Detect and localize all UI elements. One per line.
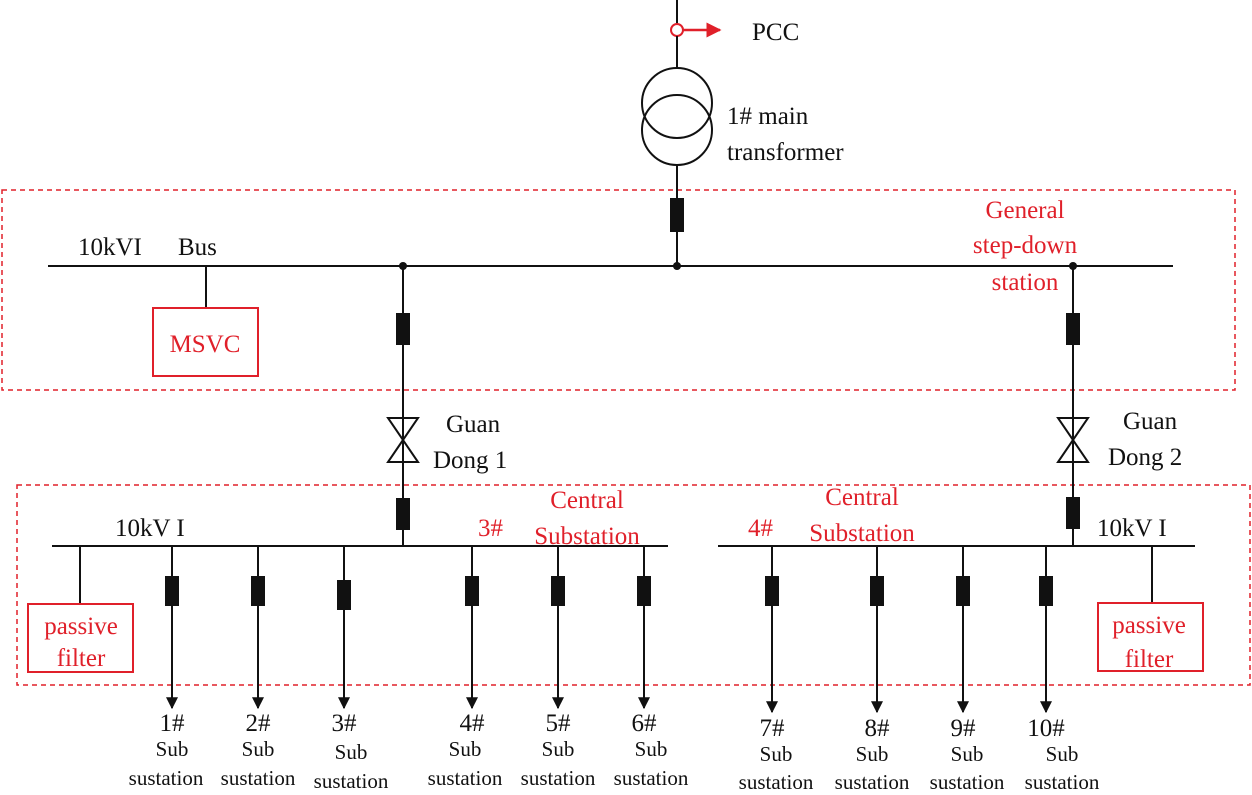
substation-feeder-7: 7# Sub sustation	[739, 546, 814, 794]
transformer-primary-winding	[641, 67, 713, 139]
passive-filter-left-label-line2: filter	[57, 645, 106, 672]
substation-2-sub: Sub	[242, 737, 275, 761]
passive-filter-right-box	[1097, 602, 1204, 672]
substation-10-breaker	[1039, 576, 1053, 606]
main-bus-voltage-label: 10kVI	[78, 234, 142, 261]
substation-feeder-8: 8# Sub sustation	[835, 546, 910, 794]
substation-feeder-4: 4# Sub sustation	[428, 546, 503, 790]
pcc-label: PCC	[752, 19, 799, 46]
substation-1-breaker	[165, 576, 179, 606]
msvc-label: MSVC	[170, 331, 241, 358]
general-step-down-station-boundary	[1, 189, 1236, 391]
substation-3-breaker	[337, 580, 351, 610]
substation-3-number: 3#	[332, 710, 358, 737]
substation-9-breaker	[956, 576, 970, 606]
substation-7-sub: Sub	[760, 742, 793, 766]
substation-7-sustation: sustation	[739, 770, 814, 794]
substation-9-number: 9#	[951, 715, 977, 742]
substation-5-sustation: sustation	[521, 766, 596, 790]
transformer-breaker	[670, 198, 684, 232]
central-substation-4-label-line2: Substation	[809, 520, 915, 547]
substation-4-breaker	[465, 576, 479, 606]
substation-feeder-3: 3# Sub sustation	[314, 546, 389, 793]
substation-5-number: 5#	[546, 710, 572, 737]
substation-4-sub: Sub	[449, 737, 482, 761]
substation-9-sub: Sub	[951, 742, 984, 766]
central-substation-3-number: 3#	[478, 515, 504, 542]
substation-feeder-6: 6# Sub sustation	[614, 546, 689, 790]
substation-feeder-9: 9# Sub sustation	[930, 546, 1005, 794]
passive-filter-left-label-line1: passive	[44, 613, 118, 640]
central-substation-3-label-line2: Substation	[534, 523, 640, 550]
main-bus-word-label: Bus	[178, 234, 217, 261]
right-bus-label: 10kV I	[1097, 515, 1167, 542]
substation-5-breaker	[551, 576, 565, 606]
guan-dong-1-isolator	[386, 417, 420, 463]
substation-5-sub: Sub	[542, 737, 575, 761]
substation-10-sub: Sub	[1046, 742, 1079, 766]
substation-7-breaker	[765, 576, 779, 606]
substation-6-breaker	[637, 576, 651, 606]
substation-8-breaker	[870, 576, 884, 606]
substation-3-sustation: sustation	[314, 769, 389, 793]
central-substation-boundary	[16, 484, 1251, 686]
central-substation-4-number: 4#	[748, 515, 774, 542]
guan-dong-1-lower-breaker	[396, 498, 410, 530]
passive-filter-right-label-line2: filter	[1125, 646, 1174, 673]
substation-1-sub: Sub	[156, 737, 189, 761]
substation-1-sustation: sustation	[129, 766, 204, 790]
substation-8-number: 8#	[865, 715, 891, 742]
substation-10-sustation: sustation	[1025, 770, 1100, 794]
left-bus-label: 10kV I	[115, 515, 185, 542]
substation-7-number: 7#	[760, 715, 786, 742]
substation-6-sub: Sub	[635, 737, 668, 761]
general-station-label-line1: General	[985, 197, 1064, 224]
substation-6-number: 6#	[632, 710, 658, 737]
guan-dong-2-label-line1: Guan	[1123, 408, 1178, 435]
substation-10-number: 10#	[1027, 715, 1065, 742]
substation-feeder-5: 5# Sub sustation	[521, 546, 596, 790]
substation-2-breaker	[251, 576, 265, 606]
main-transformer-label-line1: 1# main	[727, 103, 809, 130]
substation-1-number: 1#	[160, 710, 186, 737]
passive-filter-left-box	[27, 603, 134, 673]
central-substation-3-label-line1: Central	[550, 487, 624, 514]
substation-feeder-10: 10# Sub sustation	[1025, 546, 1100, 794]
substation-8-sub: Sub	[856, 742, 889, 766]
substation-feeder-1: 1# Sub sustation	[129, 546, 204, 790]
substation-9-sustation: sustation	[930, 770, 1005, 794]
guan-dong-1-label-line2: Dong 1	[433, 447, 507, 474]
substation-8-sustation: sustation	[835, 770, 910, 794]
guan-dong-2-label-line2: Dong 2	[1108, 444, 1182, 471]
substation-4-sustation: sustation	[428, 766, 503, 790]
substation-4-number: 4#	[460, 710, 486, 737]
general-station-label-line2: step-down	[973, 232, 1078, 259]
guan-dong-2-lower-breaker	[1066, 497, 1080, 529]
substation-feeder-2: 2# Sub sustation	[221, 546, 296, 790]
general-station-label-line3: station	[992, 269, 1059, 296]
guan-dong-1-upper-breaker	[396, 313, 410, 345]
substation-2-number: 2#	[246, 710, 272, 737]
bus-node-transformer	[673, 262, 681, 270]
pcc-point	[670, 23, 684, 37]
central-substation-4-label-line1: Central	[825, 484, 899, 511]
guan-dong-2-upper-breaker	[1066, 313, 1080, 345]
guan-dong-2-isolator	[1056, 417, 1090, 463]
substation-2-sustation: sustation	[221, 766, 296, 790]
substation-6-sustation: sustation	[614, 766, 689, 790]
msvc-box	[152, 307, 259, 377]
guan-dong-1-label-line1: Guan	[446, 411, 501, 438]
substation-3-sub: Sub	[335, 740, 368, 764]
main-transformer-label-line2: transformer	[727, 139, 844, 166]
passive-filter-right-label-line1: passive	[1112, 612, 1186, 639]
transformer-secondary-winding	[641, 94, 713, 166]
